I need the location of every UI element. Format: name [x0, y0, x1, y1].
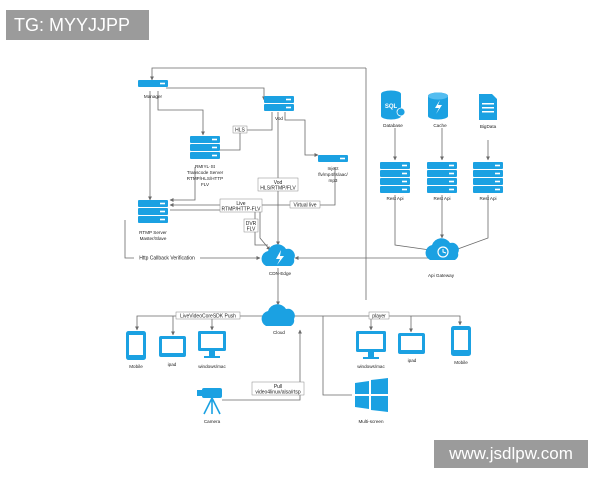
push-label: LiveVideoCoreSDK Push — [180, 314, 236, 320]
svg-text:Vod: Vod — [274, 180, 283, 186]
bigdata-icon: BigData — [479, 94, 497, 129]
vod-label: Vod — [275, 116, 283, 121]
svg-text:windows/mac: windows/mac — [357, 364, 385, 369]
svg-text:SQL: SQL — [385, 104, 398, 110]
ipad-right-icon: ipad — [398, 333, 425, 363]
multi-screen-icon: Multi-screen — [355, 378, 388, 424]
player-label: player — [372, 314, 386, 320]
svg-text:Camera: Camera — [204, 419, 221, 424]
svg-text:Cloud: Cloud — [273, 330, 285, 335]
svg-text:Mobile: Mobile — [129, 364, 143, 369]
svg-text:HLS/RTMP/FLV: HLS/RTMP/FLV — [260, 186, 296, 192]
svg-text:Multi-screen: Multi-screen — [358, 419, 383, 424]
rtmp-node: RTMP Server Master/Slave — [138, 200, 168, 241]
cloud-icon: Cloud — [261, 304, 295, 335]
svg-text:FLV: FLV — [247, 227, 256, 233]
rest-api-2: Rest Api — [427, 162, 457, 201]
transcode-node: RMIYL·St Transcode Server RTMP/HLS/HTTP … — [187, 136, 224, 187]
svg-text:BigData: BigData — [480, 124, 497, 129]
rest-api-1: Rest Api — [380, 162, 410, 201]
svg-text:Live: Live — [236, 201, 245, 207]
svg-text:Rest Api: Rest Api — [386, 196, 403, 201]
manager-label: Manager — [144, 94, 163, 99]
api-gateway-icon: Api Gateway — [425, 238, 459, 278]
svg-text:ipad: ipad — [408, 358, 417, 363]
svg-text:windows/mac: windows/mac — [198, 364, 226, 369]
svg-text:video4linux/alsa/rtsp: video4linux/alsa/rtsp — [255, 390, 301, 396]
manager-node: Manager — [138, 80, 168, 99]
svg-text:Mobile: Mobile — [454, 360, 468, 365]
windows-left-icon: windows/mac — [198, 331, 226, 369]
cache-icon: Cache — [428, 92, 448, 128]
edge-labels: HLS Vod HLS/RTMP/FLV Live RTMP/HTTP-FLV … — [134, 125, 390, 396]
svg-text:Transcode Server: Transcode Server — [187, 170, 224, 175]
svg-text:RTMP/HTTP-FLV: RTMP/HTTP-FLV — [222, 207, 262, 213]
watermark-bottom: www.jsdlpw.com — [434, 440, 588, 468]
svg-text:Master/Slave: Master/Slave — [140, 236, 167, 241]
ipad-left-icon: ipad — [159, 336, 186, 367]
cdn-edge-icon: CDN-Edge — [261, 244, 295, 276]
svg-text:RTMP Server: RTMP Server — [139, 230, 167, 235]
virtual-live-label: Virtual live — [294, 203, 317, 209]
mobile-left-icon: Mobile — [126, 331, 146, 369]
svg-text:FLV: FLV — [201, 182, 210, 187]
watermark-top: TG: MYYJJPP — [6, 10, 149, 40]
database-icon: SQL Database — [381, 90, 406, 128]
svg-text:Rest Api: Rest Api — [479, 196, 496, 201]
svg-text:Database: Database — [383, 123, 403, 128]
svg-text:Pull: Pull — [274, 384, 282, 390]
svg-text:Cache: Cache — [433, 123, 447, 128]
svg-text:RTMP/HLS/HTTP: RTMP/HLS/HTTP — [187, 176, 223, 181]
windows-right-icon: windows/mac — [356, 331, 386, 369]
svg-text:DVR: DVR — [246, 221, 257, 227]
svg-text:Rest Api: Rest Api — [433, 196, 450, 201]
http-callback-label: Http Callback Verification — [139, 256, 195, 262]
svg-text:flv/mp4/ts/aac/: flv/mp4/ts/aac/ — [318, 172, 348, 177]
camera-icon: Camera — [197, 388, 222, 424]
svg-text:CDN-Edge: CDN-Edge — [269, 271, 292, 276]
mobile-right-icon: Mobile — [451, 326, 471, 365]
vod-node: Vod — [264, 96, 294, 121]
rest-api-3: Rest Api — [473, 162, 503, 201]
svg-text:Inject: Inject — [328, 166, 340, 171]
svg-text:mp3: mp3 — [329, 178, 338, 183]
inject-node: Inject flv/mp4/ts/aac/ mp3 — [318, 155, 349, 183]
hls-label: HLS — [235, 128, 245, 134]
svg-text:RMIYL·St: RMIYL·St — [195, 164, 216, 169]
svg-text:Api Gateway: Api Gateway — [428, 273, 455, 278]
svg-text:ipad: ipad — [168, 362, 177, 367]
